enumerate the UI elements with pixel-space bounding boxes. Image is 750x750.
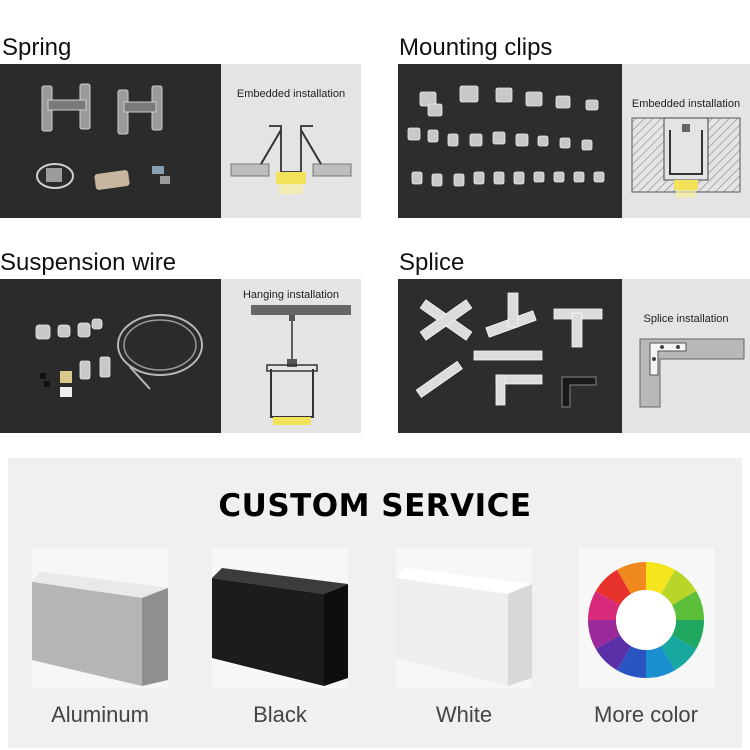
mounting-clips-title: Mounting clips — [399, 34, 553, 61]
suspension-wire-diagram-label: Hanging installation — [242, 289, 339, 301]
custom-service-panel: CUSTOM SERVICE Aluminum Black White — [8, 458, 742, 748]
splice-diagram-label: Splice installation — [643, 313, 729, 325]
splice-photo — [398, 279, 622, 433]
spring-title: Spring — [2, 34, 72, 61]
suspension-wire-diagram: Hanging installation — [221, 279, 361, 433]
label-more-color: More color — [594, 702, 698, 727]
spring-photo — [0, 64, 221, 218]
swatch-more-color — [578, 548, 714, 688]
mounting-clips-photo — [398, 64, 622, 218]
swatch-black — [212, 548, 348, 688]
suspension-wire-photo — [0, 279, 221, 433]
mounting-clips-diagram-label: Embedded installation — [631, 98, 741, 110]
mounting-clips-diagram: Embedded installation — [622, 64, 750, 218]
suspension-wire-title: Suspension wire — [0, 249, 177, 276]
custom-service-title: CUSTOM SERVICE — [218, 488, 532, 524]
splice-diagram: Splice installation — [622, 279, 750, 433]
label-white: White — [435, 702, 493, 727]
label-aluminum: Aluminum — [51, 702, 149, 727]
swatch-white — [396, 548, 532, 688]
swatch-aluminum — [32, 548, 168, 688]
spring-diagram-label: Embedded installation — [236, 88, 346, 100]
splice-title: Splice — [399, 249, 465, 276]
color-wheel-icon — [588, 562, 704, 678]
spring-diagram: Embedded installation — [221, 64, 361, 218]
label-black: Black — [253, 702, 307, 727]
